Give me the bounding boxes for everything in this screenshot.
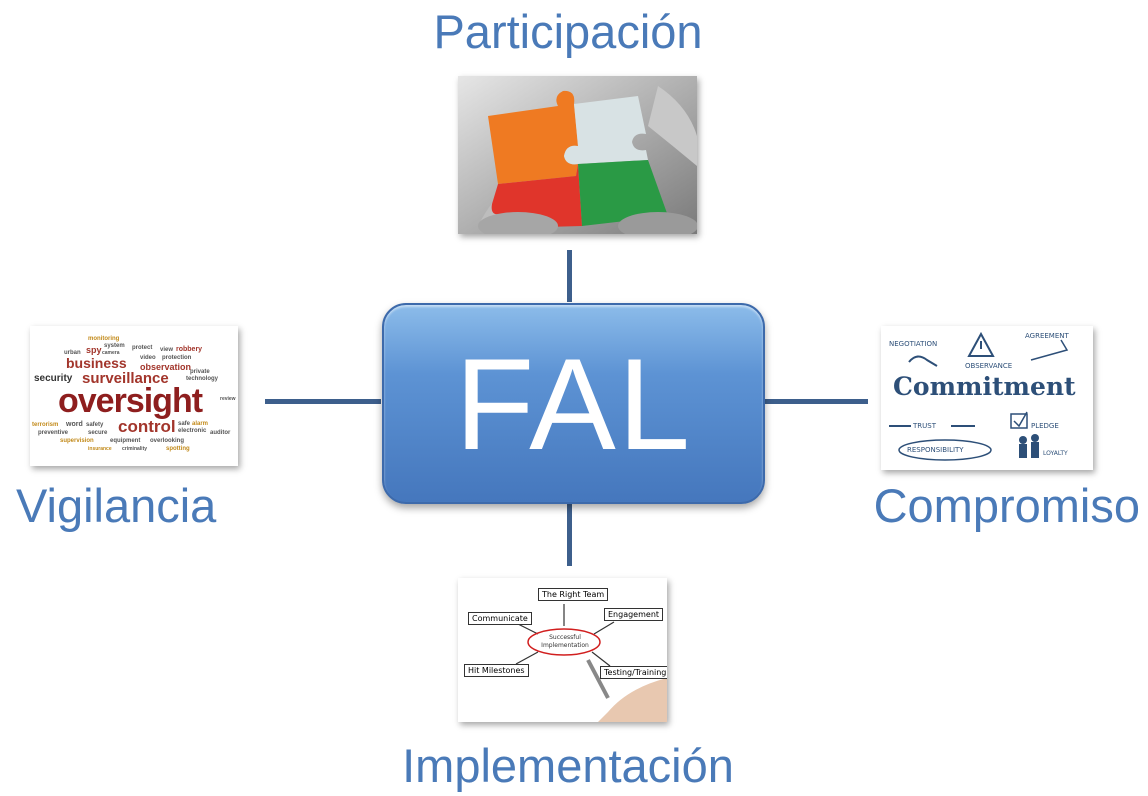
word-cloud-word: observation — [140, 362, 192, 372]
word-cloud-word: technology — [186, 376, 219, 382]
implementation-flowchart-image: The Right Team Communicate Engagement Su… — [458, 578, 667, 722]
word-cloud-word: protection — [162, 355, 192, 361]
word-cloud-word: system — [104, 343, 125, 349]
flowchart-box: Testing/Training — [600, 666, 667, 679]
word-cloud-word: oversight — [58, 382, 203, 420]
word-cloud-word: safe — [178, 421, 191, 427]
word-cloud-word: video — [140, 355, 156, 361]
node-label-implementacion: Implementación — [402, 739, 734, 792]
word-cloud-word: surveillance — [82, 370, 169, 387]
commitment-word: TRUST — [913, 422, 936, 430]
word-cloud-word: safety — [86, 422, 104, 428]
word-cloud-word: review — [220, 396, 236, 402]
word-cloud-word: auditor — [210, 430, 231, 436]
connector-right — [762, 399, 868, 404]
word-cloud-word: spotting — [166, 446, 190, 452]
node-label-compromiso: Compromiso — [873, 479, 1140, 532]
word-cloud-word: preventive — [38, 430, 69, 436]
center-node-label: FAL — [454, 330, 693, 477]
center-node: FAL — [382, 303, 765, 504]
word-cloud-word: spy — [86, 345, 102, 355]
sketch-icons — [889, 331, 1069, 461]
word-cloud-word: control — [118, 417, 176, 436]
puzzle-pieces-image — [458, 76, 697, 234]
commitment-word: Commitment — [893, 372, 1076, 401]
flowchart-box: The Right Team — [538, 588, 609, 601]
flowchart-box: Hit Milestones — [464, 664, 529, 677]
flowchart-center-text: Successful Implementation — [541, 634, 589, 649]
word-cloud-word: protect — [132, 345, 153, 351]
word-cloud-word: alarm — [192, 421, 209, 427]
word-cloud-word: criminality — [122, 446, 148, 452]
commitment-sketch-image: NEGOTIATION AGREEMENT OBSERVANCE Commitm… — [881, 326, 1093, 470]
word-cloud-image: monitoring urban spy system camera prote… — [30, 326, 238, 466]
word-cloud-word: insurance — [88, 446, 112, 452]
connector-left — [265, 399, 381, 404]
commitment-word: NEGOTIATION — [889, 340, 938, 348]
flowchart-box: Communicate — [468, 612, 532, 625]
commitment-word: AGREEMENT — [1025, 332, 1069, 340]
commitment-word: LOYALTY — [1043, 450, 1068, 457]
word-cloud-word: terrorism — [32, 422, 59, 428]
connector-top — [567, 250, 572, 302]
word-cloud-word: business — [66, 355, 127, 371]
commitment-word: RESPONSIBILITY — [907, 446, 964, 454]
node-label-participacion: Participación — [433, 5, 703, 58]
connector-bottom — [567, 500, 572, 566]
commitment-word: OBSERVANCE — [965, 362, 1013, 370]
word-cloud-word: private — [190, 369, 210, 375]
word-cloud-word: view — [160, 347, 174, 353]
flowchart-box: Engagement — [604, 608, 664, 621]
word-cloud-word: monitoring — [88, 336, 120, 342]
word-cloud-word: secure — [88, 430, 108, 436]
word-cloud-word: camera — [102, 350, 120, 356]
word-cloud-word: urban — [64, 350, 81, 356]
node-label-vigilancia: Vigilancia — [16, 479, 217, 532]
commitment-word: PLEDGE — [1031, 422, 1059, 430]
word-cloud-word: robbery — [176, 346, 203, 353]
word-cloud-word: word — [66, 421, 83, 428]
word-cloud-word: supervision — [60, 438, 94, 444]
puzzle-icon — [458, 76, 697, 234]
word-cloud-word: overlooking — [150, 438, 185, 444]
word-cloud-word: security — [34, 373, 73, 384]
word-cloud-word: equipment — [110, 438, 141, 444]
word-cloud-word: electronic — [178, 428, 207, 434]
